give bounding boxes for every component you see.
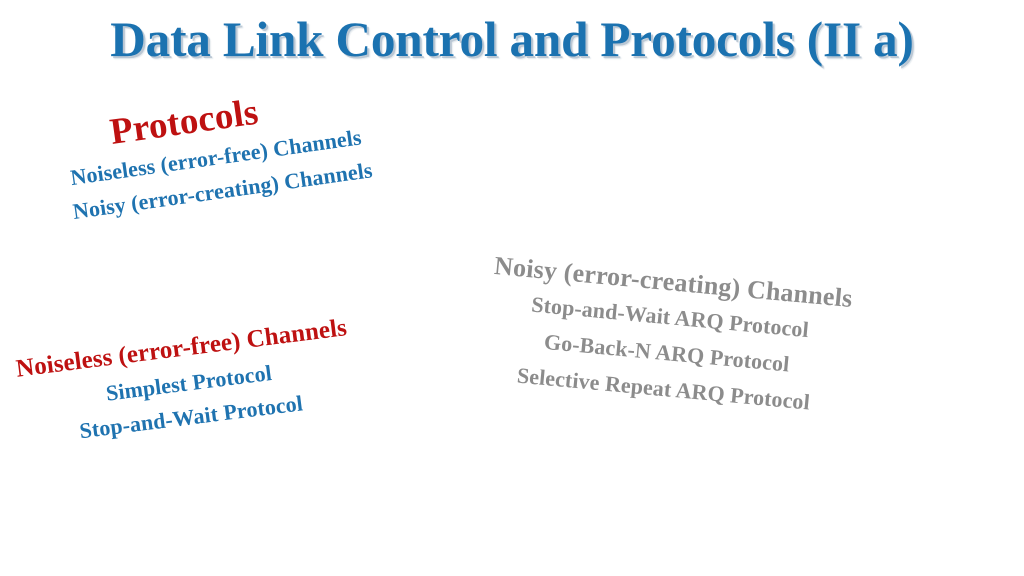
noiseless-channels-text-block: Noiseless (error-free) Channels Simplest… [14, 310, 357, 455]
noisy-channels-text-block: Noisy (error-creating) Channels Stop-and… [483, 248, 854, 423]
page-title: Data Link Control and Protocols (II a) [110, 11, 914, 67]
protocols-text-block: Protocols Noiseless (error-free) Channel… [46, 76, 375, 232]
